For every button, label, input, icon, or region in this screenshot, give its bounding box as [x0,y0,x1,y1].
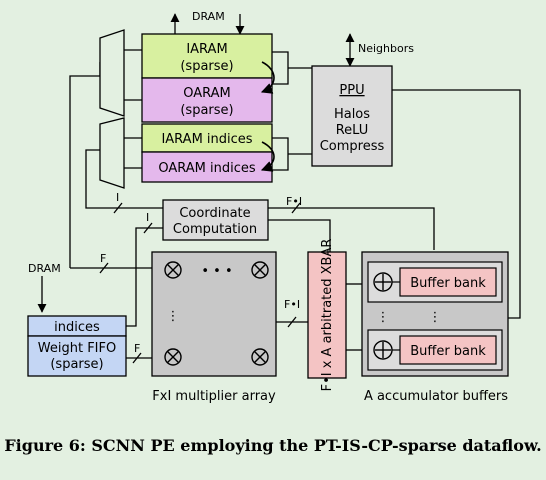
iaram-indices-label: IARAM indices [161,132,252,147]
coord-to-xbar-wire [268,219,331,252]
multiplier-cells [164,261,269,366]
xbar-block [307,251,347,379]
lower-mux-bus [85,149,163,209]
bus-f-label-1: F [100,252,106,265]
coord-label-1: Coordinate [179,206,250,221]
mult-dots-horizontal: • • • [201,264,232,279]
tick-fi-2 [287,316,297,328]
buffer-bank-2 [399,335,497,365]
indices-label: indices [54,320,100,335]
oaram-label-1: OARAM [183,86,231,101]
ppu-block [311,65,393,167]
indices-to-coord-wire [126,290,137,327]
bus-i-label-1: I [116,191,119,204]
acc-dots-left: ⋮ [377,310,390,325]
dram-left-label: DRAM [28,262,61,275]
tick-f-2 [132,352,142,364]
ppu-compress: Compress [320,139,385,154]
tick-i-2 [143,222,153,234]
mult-dots-vertical: ⋮ [167,309,180,324]
oaram-indices-label: OARAM indices [158,161,256,176]
iaram-block [141,33,273,79]
tick-f-1 [99,262,109,274]
mult-cell-br [251,348,269,366]
acc-dots-right: ⋮ [429,310,442,325]
buffer-bank-label-2: Buffer bank [410,344,486,359]
accumulator-label: A accumulator buffers [364,389,508,404]
ppu-return-wire [392,89,521,319]
ppu-relu: ReLU [336,123,369,138]
tick-i-1 [113,202,123,214]
iaram-label-1: IARAM [186,42,227,57]
weight-fifo-label-2: (sparse) [50,357,103,372]
bus-f-label-2: F [134,342,140,355]
neighbors-label: Neighbors [358,42,414,55]
mult-cell-bl [164,348,182,366]
lower-mux [99,117,125,189]
i-bus-wire [135,227,163,290]
oaram-block [141,77,273,123]
coord-label-2: Computation [173,222,257,237]
bus-fi-label-1: F•I [286,195,302,208]
iaram-indices-block [141,123,273,153]
bus-i-label-2: I [146,211,149,224]
iaram-label-2: (sparse) [180,59,233,74]
swap-arrow-upper [260,61,275,94]
coord-computation-block [162,199,269,241]
oaram-label-2: (sparse) [180,103,233,118]
ppu-halos: Halos [334,107,370,122]
bus-fi-label-2: F•I [284,298,300,311]
tick-fi-1 [291,202,301,214]
adder-icon-2 [373,340,393,360]
upper-mux [99,29,125,117]
oaram-indices-block [141,151,273,183]
buffer-bank-label-1: Buffer bank [410,276,486,291]
coord-to-acc-wire [268,207,435,250]
mult-cell-tl [164,261,182,279]
multiplier-array-label: FxI multiplier array [152,389,276,404]
multiplier-array [151,251,277,377]
ppu-title: PPU [339,83,364,98]
adder-icon-1 [373,272,393,292]
figure-caption: Figure 6: SCNN PE employing the PT-IS-CP… [4,436,542,455]
dram-top-label: DRAM [192,10,225,23]
xbar-label: F•I x A arbitrated XBAR [320,239,335,392]
weight-fifo-label-1: Weight FIFO [38,341,116,356]
upper-mux-bus [69,62,101,268]
mult-cell-tr [251,261,269,279]
weight-fifo-block [27,335,127,377]
swap-arrow-lower [260,141,275,172]
